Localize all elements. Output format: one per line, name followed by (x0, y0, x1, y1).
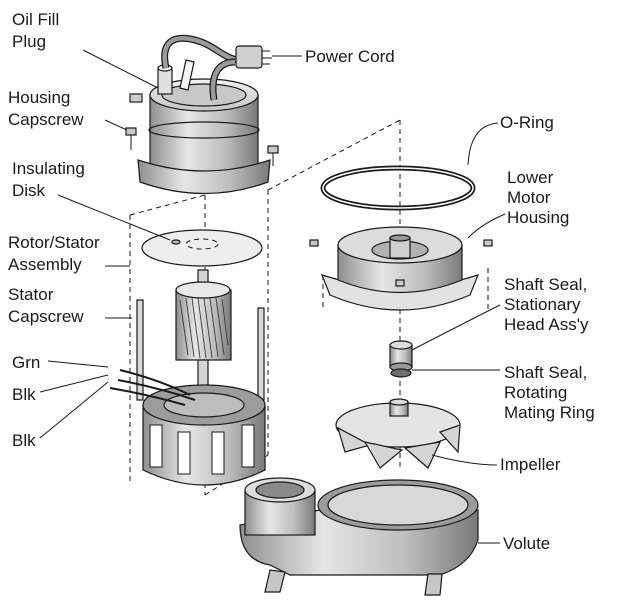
leader-lines (39, 49, 506, 544)
label-blk-upper: Blk (12, 385, 36, 404)
label-o-ring: O-Ring (500, 113, 554, 132)
label-insulating-disk: Insulating Disk (12, 159, 90, 200)
impeller (335, 398, 461, 469)
label-stator-capscrew: Stator Capscrew (8, 285, 84, 326)
housing-capscrew (125, 93, 279, 166)
labels: Oil Fill Plug Housing Capscrew Insulatin… (8, 10, 595, 553)
label-lower-motor-housing: Lower Motor Housing (507, 168, 569, 227)
label-shaft-seal-rotating: Shaft Seal, Rotating Mating Ring (504, 363, 595, 422)
label-rotor-stator-assembly: Rotor/Stator Assembly (8, 233, 104, 274)
label-impeller: Impeller (500, 455, 561, 474)
label-oil-fill-plug: Oil Fill Plug (12, 10, 64, 51)
label-volute: Volute (503, 534, 550, 553)
insulating-disk (141, 229, 263, 267)
shaft-seal-rotating (390, 368, 412, 378)
label-blk-lower: Blk (12, 431, 36, 450)
label-shaft-seal-stationary: Shaft Seal, Stationary Head Ass'y (504, 275, 592, 334)
stator (109, 369, 266, 486)
motor-housing (137, 59, 271, 195)
power-cord (161, 34, 272, 101)
lower-motor-housing (309, 226, 493, 311)
label-power-cord: Power Cord (305, 47, 395, 66)
rotor (175, 269, 232, 389)
shaft-seal-stationary (389, 340, 413, 372)
volute (239, 477, 479, 596)
label-housing-capscrew: Housing Capscrew (8, 88, 84, 129)
label-grn: Grn (12, 353, 40, 372)
